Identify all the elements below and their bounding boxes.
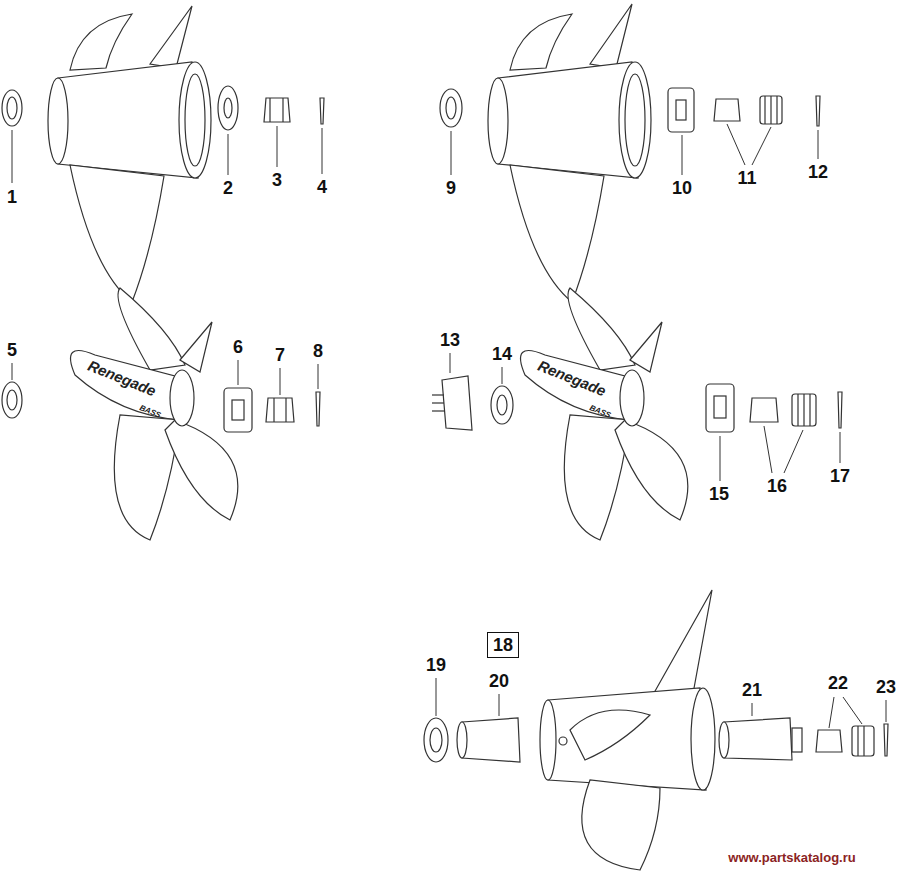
callout-number: 11 bbox=[737, 169, 756, 187]
callout-number: 4 bbox=[317, 178, 327, 196]
callout-number: 2 bbox=[223, 179, 233, 197]
callout-number: 9 bbox=[446, 179, 456, 197]
callout-number: 17 bbox=[830, 467, 850, 485]
callout-number: 3 bbox=[272, 171, 282, 189]
callout-number: 7 bbox=[275, 346, 285, 364]
callout-number: 18 bbox=[493, 636, 513, 654]
callout-number: 8 bbox=[313, 342, 323, 360]
callout-number: 20 bbox=[489, 672, 509, 690]
callout-number: 21 bbox=[742, 681, 762, 699]
reference-box: 18 bbox=[487, 632, 519, 658]
callout-number: 13 bbox=[440, 331, 460, 349]
callout-number: 22 bbox=[828, 674, 848, 692]
callout-number: 15 bbox=[709, 485, 729, 503]
callout-number: 19 bbox=[426, 656, 446, 674]
callout-number: 16 bbox=[767, 477, 787, 495]
callout-number: 10 bbox=[672, 179, 692, 197]
callout-number: 1 bbox=[7, 188, 17, 206]
callout-number: 6 bbox=[233, 338, 243, 356]
watermark: www.partskatalog.ru bbox=[728, 851, 855, 864]
callout-number: 12 bbox=[808, 163, 828, 181]
callout-number: 23 bbox=[876, 678, 896, 696]
callout-number: 14 bbox=[492, 345, 512, 363]
callout-number: 5 bbox=[7, 341, 17, 359]
